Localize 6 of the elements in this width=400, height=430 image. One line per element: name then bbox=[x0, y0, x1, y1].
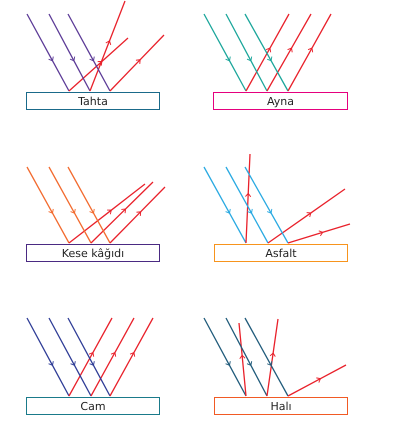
material-label: Halı bbox=[214, 397, 348, 415]
material-label: Ayna bbox=[213, 92, 348, 110]
material-label: Asfalt bbox=[214, 244, 348, 262]
material-label: Kese kâğıdı bbox=[26, 244, 160, 262]
material-label: Cam bbox=[26, 397, 160, 415]
material-label: Tahta bbox=[26, 92, 160, 110]
